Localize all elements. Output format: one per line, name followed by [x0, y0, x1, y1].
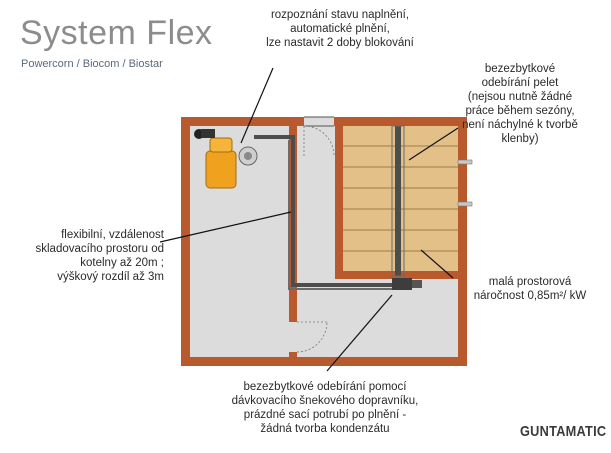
- fill-pipe-lower: [457, 201, 473, 207]
- return-hose: [288, 140, 400, 290]
- leader-flexible-distance: [159, 211, 292, 243]
- leader-auger-extraction: [326, 294, 393, 372]
- auger-motor: [392, 278, 412, 290]
- annotation-pellet-extraction: bezezbytkové odebírání pelet (nejsou nut…: [462, 63, 578, 145]
- fill-pipe-upper: [457, 159, 473, 165]
- door-opening-top: [304, 117, 334, 126]
- annotation-auger-extraction: bezezbytkové odebírání pomocí dávkovacíh…: [231, 381, 419, 435]
- page-subtitle: Powercorn / Biocom / Biostar: [21, 58, 163, 70]
- leader-small-space: [420, 249, 454, 279]
- guntamatic-logo: GUNTAMATIC: [520, 423, 607, 440]
- discharge-auger: [395, 126, 401, 276]
- leader-pellet-extraction: [408, 127, 459, 161]
- boiler-body: [205, 150, 237, 189]
- leader-fill-status: [240, 67, 274, 144]
- door-swing-top: [303, 125, 335, 157]
- boiler-room-floor: [190, 126, 289, 357]
- door-opening-bottom: [289, 322, 297, 352]
- annotation-flexible-distance: flexibilní, vzdálenost skladovacího pros…: [35, 229, 165, 283]
- annotation-fill-status: rozpoznání stavu naplnění, automatické p…: [266, 9, 414, 49]
- annotation-small-space: malá prostorová náročnost 0,85m²/ kW: [473, 276, 587, 302]
- door-swing-bottom: [296, 321, 328, 353]
- suction-hose: [254, 135, 395, 287]
- page-title: System Flex: [20, 14, 213, 52]
